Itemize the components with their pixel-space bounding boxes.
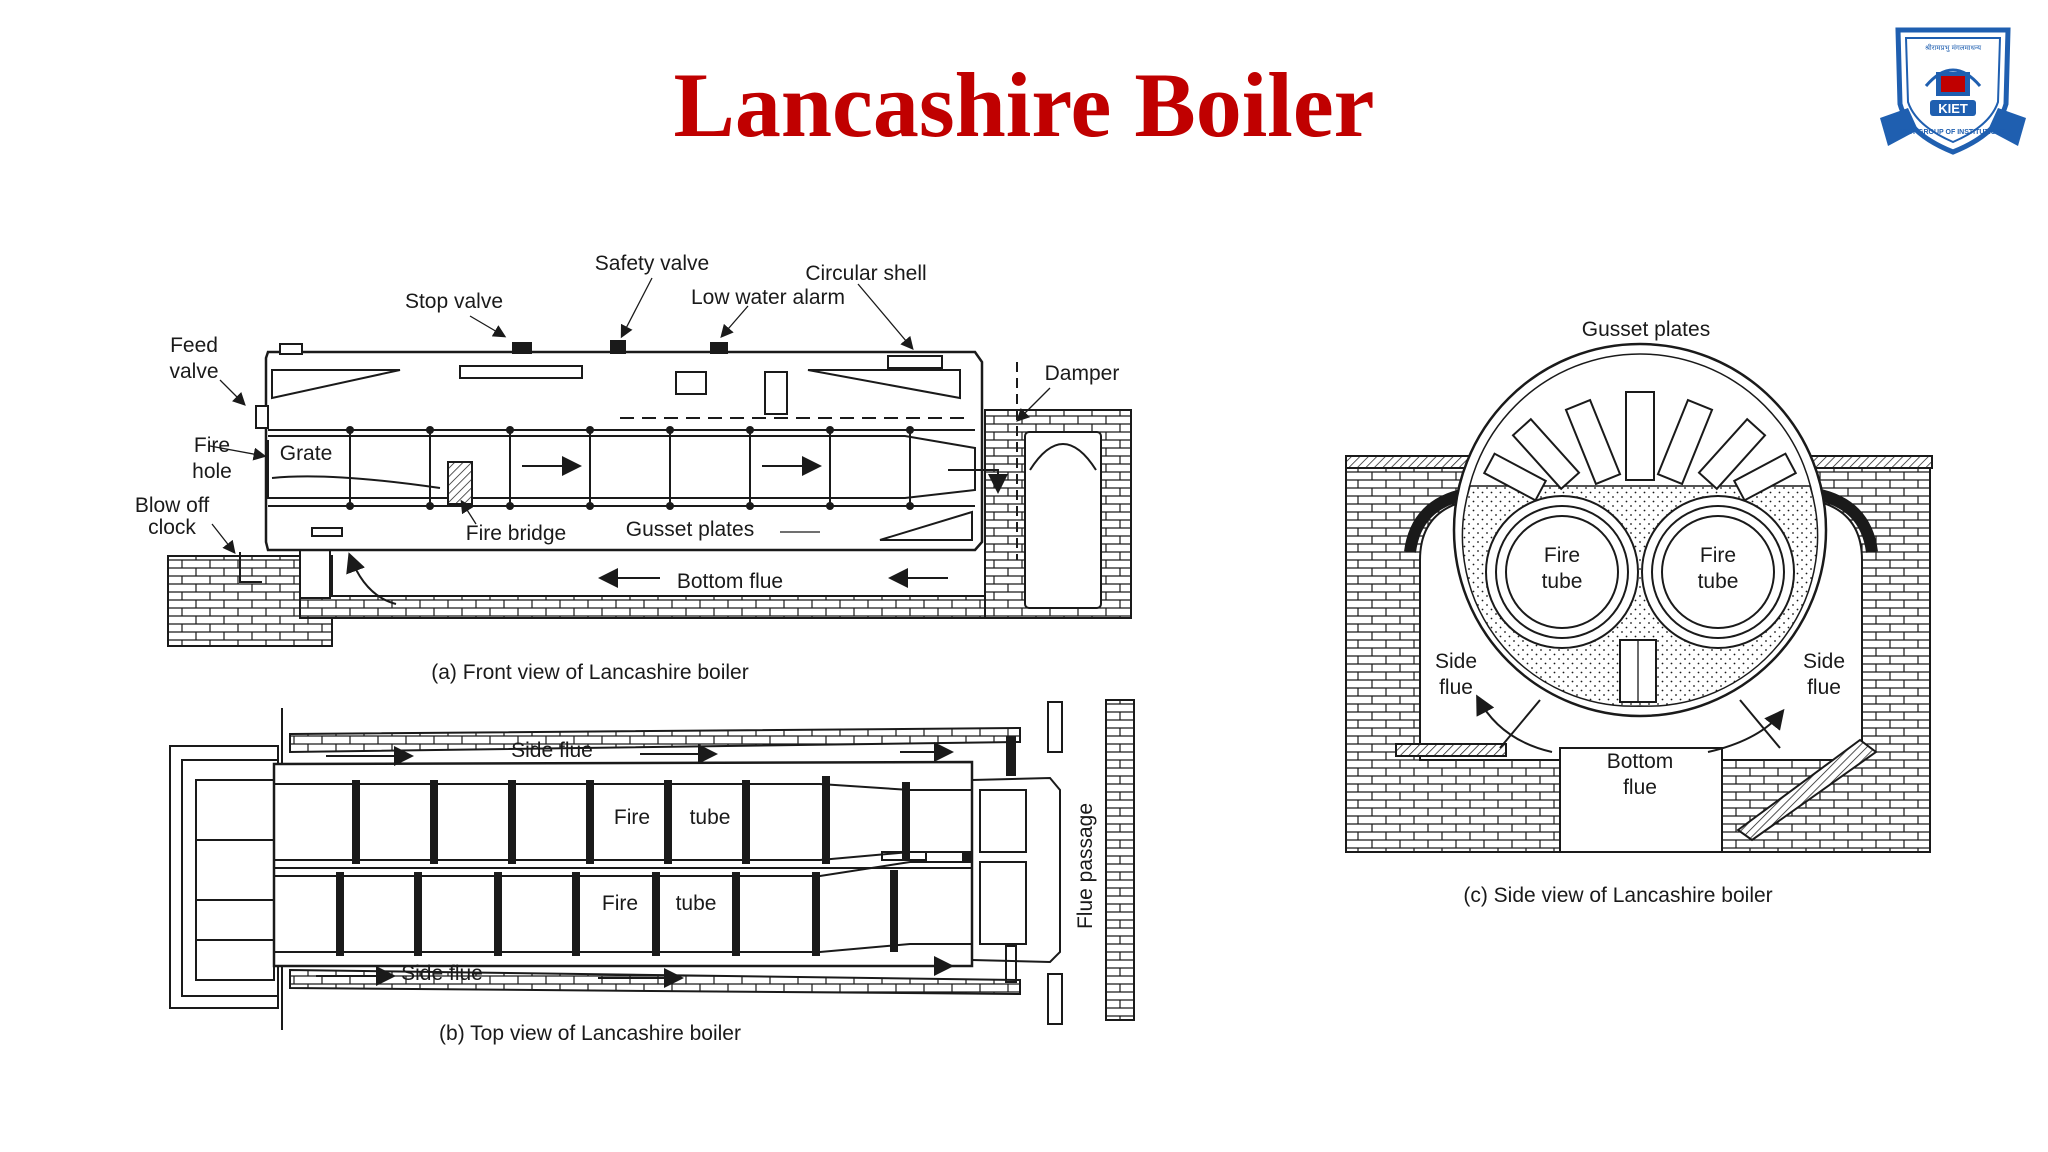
label-bottom-flue-1: Bottom bbox=[1607, 750, 1674, 773]
side-view: Gusset plates Fire tube Fire tube Side f… bbox=[1345, 318, 1933, 907]
caption-side-view: (c) Side view of Lancashire boiler bbox=[1463, 884, 1772, 907]
logo-top-text: श्रीरामप्रभु मंगलमाधन्य bbox=[1925, 43, 1982, 52]
top-view: Side flue Side flue Fire tube Fire tube … bbox=[169, 699, 1135, 1045]
label-blow-off-2: clock bbox=[148, 516, 196, 539]
label-gusset-plates: Gusset plates bbox=[626, 518, 754, 541]
label-gusset-plates-side: Gusset plates bbox=[1582, 318, 1710, 341]
label-tube-lower: tube bbox=[676, 892, 717, 915]
label-flue-passage: Flue passage bbox=[1074, 803, 1097, 929]
label-circular-shell: Circular shell bbox=[805, 262, 926, 285]
label-feed-valve-1: Feed bbox=[170, 334, 218, 357]
label-grate: Grate bbox=[280, 442, 333, 465]
label-safety-valve: Safety valve bbox=[595, 252, 709, 275]
label-feed-valve-2: valve bbox=[169, 360, 218, 383]
label-fire-bridge: Fire bridge bbox=[466, 522, 566, 545]
label-side-flue-top: Side flue bbox=[511, 739, 593, 762]
label-fire-tube-right-2: tube bbox=[1698, 570, 1739, 593]
label-tube-upper: tube bbox=[690, 806, 731, 829]
slide-title: Lancashire Boiler bbox=[673, 54, 1375, 156]
label-bottom-flue: Bottom flue bbox=[677, 570, 783, 593]
caption-top-view: (b) Top view of Lancashire boiler bbox=[439, 1022, 741, 1045]
label-side-flue-right-2: flue bbox=[1807, 676, 1841, 699]
label-fire-tube-left-1: Fire bbox=[1544, 544, 1580, 567]
label-bottom-flue-2: flue bbox=[1623, 776, 1657, 799]
label-fire-tube-left-2: tube bbox=[1542, 570, 1583, 593]
label-side-flue-left-2: flue bbox=[1439, 676, 1473, 699]
label-side-flue-right-1: Side bbox=[1803, 650, 1845, 673]
front-view: Safety valve Circular shell Stop valve L… bbox=[135, 252, 1132, 684]
label-fire-hole-1: Fire bbox=[194, 434, 230, 457]
label-side-flue-left-1: Side bbox=[1435, 650, 1477, 673]
caption-front-view: (a) Front view of Lancashire boiler bbox=[431, 661, 748, 684]
logo-ring-text: KIET GROUP OF INSTITUTIONS bbox=[1900, 129, 2006, 136]
label-side-flue-bottom: Side flue bbox=[401, 962, 483, 985]
kiet-logo: KIET श्रीरामप्रभु मंगलमाधन्य KIET GROUP … bbox=[1880, 27, 2026, 155]
label-damper: Damper bbox=[1045, 362, 1120, 385]
label-fire-upper: Fire bbox=[614, 806, 650, 829]
label-fire-lower: Fire bbox=[602, 892, 638, 915]
label-fire-tube-right-1: Fire bbox=[1700, 544, 1736, 567]
label-stop-valve: Stop valve bbox=[405, 290, 503, 313]
label-blow-off-1: Blow off bbox=[135, 494, 209, 517]
label-fire-hole-2: hole bbox=[192, 460, 232, 483]
logo-badge: KIET bbox=[1938, 101, 1968, 116]
label-low-water-alarm: Low water alarm bbox=[691, 286, 845, 309]
